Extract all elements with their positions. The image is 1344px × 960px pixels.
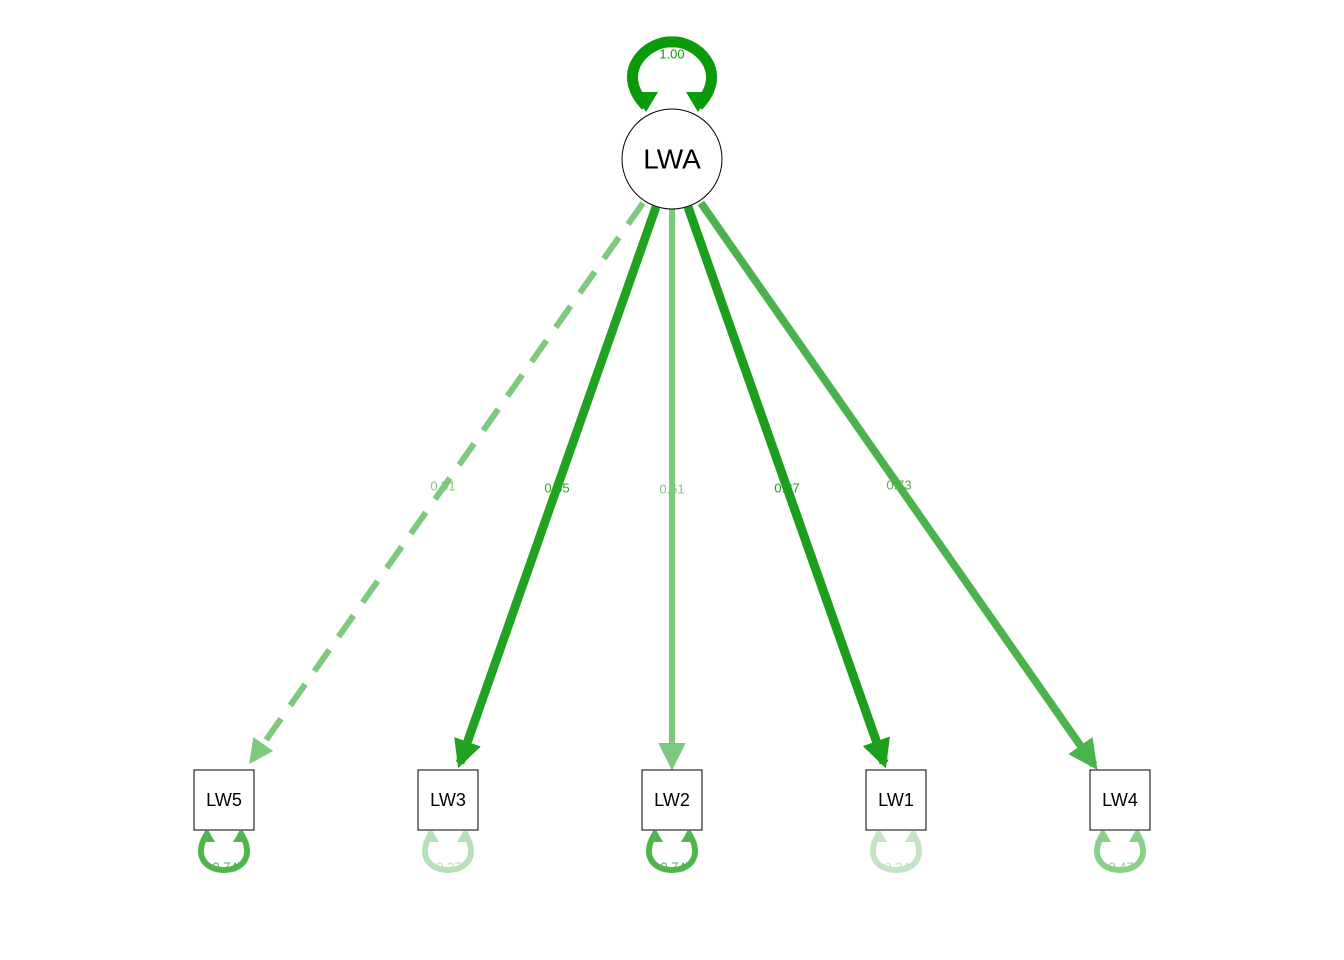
indicator-nodes: LW5 LW3 LW2 LW1 LW4 — [193, 769, 1151, 831]
residual-loop-lw3: 0.27 — [422, 830, 474, 874]
indicator-box — [193, 769, 255, 831]
indicator-node-lw5: LW5 — [193, 769, 255, 831]
loading-paths — [249, 200, 1098, 771]
variance-arrowhead-left — [634, 92, 658, 112]
residual-arrowhead-left — [1095, 830, 1111, 842]
latent-variance-loop: 1.00 — [626, 36, 718, 112]
residual-label: 0.47 — [1108, 859, 1133, 874]
residual-arrowhead-right — [905, 830, 921, 842]
latent-label: LWA — [643, 143, 701, 174]
indicator-box — [417, 769, 479, 831]
residual-arc — [1094, 830, 1146, 874]
residual-arrowhead-right — [1129, 830, 1145, 842]
residual-loop-lw5: 0.74 — [198, 830, 250, 874]
latent-circle — [621, 108, 723, 210]
variance-arc — [626, 36, 718, 110]
residual-loop-lw4: 0.47 — [1094, 830, 1146, 874]
latent-node: LWA — [621, 108, 723, 210]
residual-label: 0.74 — [660, 859, 685, 874]
indicator-label: LW5 — [206, 790, 242, 810]
residual-arc — [422, 830, 474, 874]
indicator-node-lw3: LW3 — [417, 769, 479, 831]
indicator-node-lw2: LW2 — [641, 769, 703, 831]
indicator-label: LW2 — [654, 790, 690, 810]
indicator-label: LW1 — [878, 790, 914, 810]
loading-path-lw1 — [683, 205, 890, 769]
residual-arrowhead-right — [457, 830, 473, 842]
indicator-box — [641, 769, 703, 831]
variance-label: 1.00 — [659, 46, 684, 61]
loading-path-lw4 — [697, 200, 1098, 770]
loading-path-lw3 — [454, 205, 661, 769]
residual-arrowhead-right — [681, 830, 697, 842]
indicator-label: LW3 — [430, 790, 466, 810]
loading-label-lw2: 0.51 — [659, 481, 684, 496]
residual-arrowhead-left — [423, 830, 439, 842]
residual-arrowhead-left — [199, 830, 215, 842]
indicator-node-lw4: LW4 — [1089, 769, 1151, 831]
residual-arc — [870, 830, 922, 874]
residual-loops: 0.74 0.27 0.74 0.24 0.47 — [198, 830, 1146, 874]
indicator-box — [1089, 769, 1151, 831]
residual-arc — [646, 830, 698, 874]
indicator-box — [865, 769, 927, 831]
residual-arrowhead-left — [647, 830, 663, 842]
loading-label-lw4: 0.73 — [886, 477, 911, 492]
loading-label-lw3: 0.85 — [544, 480, 569, 495]
loading-path-lw5 — [249, 201, 646, 764]
variance-arrowhead-right — [686, 92, 710, 112]
indicator-node-lw1: LW1 — [865, 769, 927, 831]
residual-loop-lw1: 0.24 — [870, 830, 922, 874]
loading-labels: 0.51 0.85 0.51 0.87 0.73 — [430, 477, 911, 496]
residual-label: 0.24 — [884, 859, 909, 874]
loading-label-lw1: 0.87 — [774, 480, 799, 495]
residual-arc — [198, 830, 250, 874]
indicator-label: LW4 — [1102, 790, 1138, 810]
loading-label-lw5: 0.51 — [430, 478, 455, 493]
residual-label: 0.74 — [212, 859, 237, 874]
residual-label: 0.27 — [436, 859, 461, 874]
residual-loop-lw2: 0.74 — [646, 830, 698, 874]
residual-arrowhead-right — [233, 830, 249, 842]
residual-arrowhead-left — [871, 830, 887, 842]
